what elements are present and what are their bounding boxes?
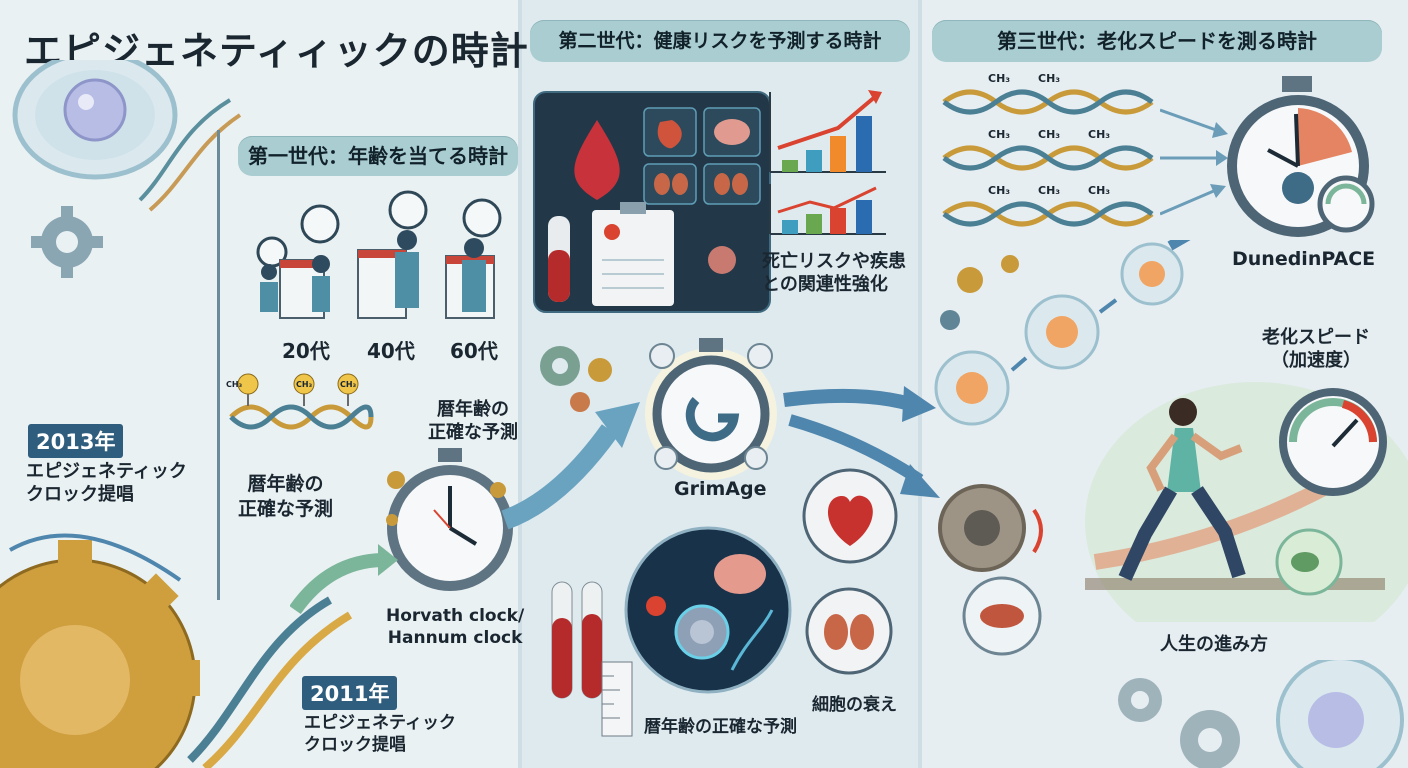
age-label-20: 20代 bbox=[282, 339, 330, 363]
gen2-cell-label: 細胞の衰え bbox=[812, 695, 897, 715]
arrow-icon bbox=[783, 386, 940, 498]
ch3-4: CH₃ bbox=[1038, 128, 1061, 141]
ch3-2: CH₃ bbox=[296, 380, 313, 389]
gen2-title: 第二世代：健康リスクを予測する時計 bbox=[530, 20, 910, 62]
brain-cell-illustration bbox=[624, 526, 792, 694]
ch3-6: CH₃ bbox=[988, 184, 1011, 197]
gen3-life-label: 人生の進み方 bbox=[1160, 634, 1268, 655]
gen2-clock-name: GrimAge bbox=[674, 478, 767, 500]
gen1-title: 第一世代：年齢を当てる時計 bbox=[238, 136, 518, 176]
health-dashboard-illustration bbox=[533, 91, 771, 313]
cell-progression-illustration bbox=[934, 240, 1191, 426]
ch3-8: CH₃ bbox=[1088, 184, 1111, 197]
text-2011: エピジェネティック クロック提唱 bbox=[304, 713, 456, 756]
risk-bar-charts bbox=[769, 90, 886, 235]
ch3-2: CH₃ bbox=[1038, 72, 1061, 85]
gear-icon bbox=[540, 346, 612, 412]
methylated-dna-strands bbox=[942, 89, 1154, 227]
gen2-age-label: 暦年齢の正確な予測 bbox=[644, 717, 797, 737]
year-2013: 2013年 bbox=[28, 424, 124, 458]
ch3-7: CH₃ bbox=[1038, 184, 1061, 197]
dunedinpace-stopwatch-icon bbox=[1227, 76, 1375, 237]
ch3-1: CH₃ bbox=[988, 72, 1011, 85]
people-ages-illustration bbox=[256, 190, 502, 319]
ch3-3: CH₃ bbox=[988, 128, 1011, 141]
ch3-1: CH₃ bbox=[226, 380, 243, 389]
gear-icon bbox=[31, 206, 103, 278]
gen1-methyl-label: 暦年齢の 正確な予測 bbox=[238, 473, 334, 520]
ch3-3: CH₃ bbox=[340, 380, 357, 389]
gear-icon bbox=[1118, 660, 1404, 768]
cell-illustration bbox=[12, 60, 242, 212]
arrow-icon bbox=[501, 402, 640, 530]
gen3-speed-label: 老化スピード （加速度） bbox=[1262, 327, 1370, 372]
gen1-stopwatch-note: 暦年齢の 正確な予測 bbox=[428, 399, 518, 444]
text-2013: エピジェネティック クロック提唱 bbox=[26, 461, 187, 506]
gen1-clock-name: Horvath clock/ Hannum clock bbox=[386, 606, 525, 649]
senescent-cell-illustration bbox=[938, 484, 1043, 656]
divider bbox=[518, 0, 522, 768]
ruler-icon bbox=[601, 661, 633, 737]
heart-icon bbox=[802, 468, 898, 564]
divider bbox=[918, 0, 922, 768]
grimage-stopwatch-icon bbox=[645, 338, 777, 480]
ch3-5: CH₃ bbox=[1088, 128, 1111, 141]
age-label-60: 60代 bbox=[450, 339, 498, 363]
big-gear-dna-illustration bbox=[0, 533, 353, 768]
timeline-line bbox=[217, 130, 220, 600]
gen3-clock-name: DunedinPACE bbox=[1232, 248, 1376, 270]
gen3-title: 第三世代：老化スピードを測る時計 bbox=[932, 20, 1382, 62]
arrow-icon bbox=[1160, 108, 1228, 216]
methylated-dna-illustration bbox=[229, 373, 374, 430]
arrow-icon bbox=[290, 544, 398, 615]
age-label-40: 40代 bbox=[367, 339, 415, 363]
test-tubes-icon bbox=[551, 581, 603, 699]
gen2-risk-label: 死亡リスクや疾患 との関連性強化 bbox=[762, 251, 906, 296]
runner-illustration bbox=[1085, 382, 1408, 622]
kidney-icon bbox=[805, 587, 893, 675]
year-2011: 2011年 bbox=[302, 676, 398, 710]
